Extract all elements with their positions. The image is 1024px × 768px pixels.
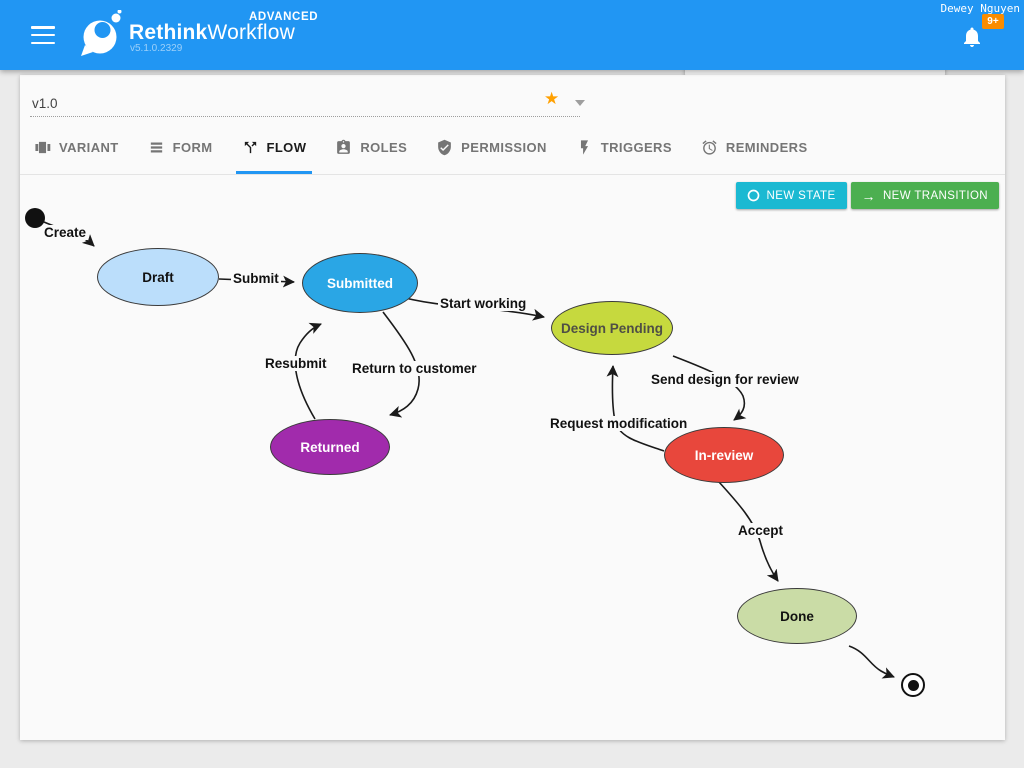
- tab-form[interactable]: FORM: [148, 120, 213, 174]
- edition-label: ADVANCED: [249, 11, 319, 23]
- tab-label: ROLES: [360, 139, 408, 155]
- version-row: v1.0 ★: [20, 75, 1005, 120]
- brand-light: Workflow: [207, 21, 295, 44]
- app-logo-icon: [78, 9, 128, 60]
- canvas-actions: NEW STATE → NEW TRANSITION: [735, 182, 999, 209]
- bell-icon: [964, 27, 980, 47]
- tab-label: VARIANT: [59, 139, 119, 155]
- circle-icon: [747, 189, 759, 202]
- state-submitted[interactable]: Submitted: [302, 253, 418, 313]
- tab-label: FLOW: [266, 139, 307, 155]
- build-version: v5.1.0.2329: [130, 43, 183, 54]
- reminders-icon: [702, 139, 717, 155]
- edge-send-design: [672, 355, 747, 421]
- state-draft[interactable]: Draft: [97, 248, 219, 306]
- transition-resubmit[interactable]: Resubmit: [263, 356, 329, 371]
- transition-submit[interactable]: Submit: [231, 271, 281, 286]
- app-title: RethinkWorkflow: [129, 21, 295, 45]
- new-state-button[interactable]: NEW STATE: [735, 182, 847, 209]
- form-icon: [150, 142, 162, 152]
- tab-flow[interactable]: FLOW: [235, 120, 313, 174]
- tab-permission[interactable]: PERMISSION: [436, 120, 547, 174]
- app-header: RethinkWorkflow v5.1.0.2329 ADVANCED Dew…: [0, 0, 1024, 70]
- triggers-icon: [580, 139, 588, 155]
- state-design-pending[interactable]: Design Pending: [551, 301, 673, 355]
- tab-label: PERMISSION: [461, 139, 547, 155]
- menu-icon[interactable]: [30, 23, 56, 47]
- edge-resubmit: [294, 322, 322, 420]
- workflow-card: v1.0 ★ VARIANT FORM FLOW ROLES PERMISSIO…: [20, 75, 1005, 740]
- tab-label: TRIGGERS: [600, 139, 672, 155]
- tab-reminders[interactable]: REMINDERS: [701, 120, 808, 174]
- transition-accept[interactable]: Accept: [736, 523, 786, 538]
- flow-canvas[interactable]: NEW STATE → NEW TRANSITION: [20, 175, 1005, 739]
- edge-done-end: [848, 645, 895, 679]
- version-select[interactable]: v1.0 ★: [30, 83, 585, 117]
- flow-icon: [244, 141, 256, 153]
- state-returned[interactable]: Returned: [270, 419, 390, 475]
- end-node[interactable]: [901, 673, 925, 697]
- state-done[interactable]: Done: [737, 588, 857, 644]
- tab-bar: VARIANT FORM FLOW ROLES PERMISSION TRIGG…: [20, 120, 1005, 175]
- transition-return-to-customer[interactable]: Return to customer: [350, 361, 479, 376]
- new-transition-label: NEW TRANSITION: [882, 189, 988, 202]
- brand-bold: Rethink: [129, 21, 208, 44]
- tab-roles[interactable]: ROLES: [335, 120, 407, 174]
- tab-variant[interactable]: VARIANT: [34, 120, 119, 174]
- new-transition-button[interactable]: → NEW TRANSITION: [850, 182, 999, 209]
- user-name: Dewey Nguyen: [940, 2, 1020, 15]
- transition-start-working[interactable]: Start working: [438, 296, 529, 311]
- tab-label: FORM: [172, 139, 213, 155]
- edge-return-to-customer: [382, 311, 420, 418]
- caret-down-icon: [575, 100, 585, 106]
- version-value: v1.0: [32, 96, 58, 111]
- start-node[interactable]: [25, 208, 45, 228]
- variant-icon: [35, 141, 51, 153]
- arrow-right-icon: →: [861, 187, 876, 204]
- new-state-label: NEW STATE: [766, 189, 836, 202]
- edge-accept: [718, 481, 779, 582]
- notification-badge: 9+: [982, 14, 1004, 29]
- notifications-button[interactable]: 9+: [960, 14, 1004, 50]
- transition-create[interactable]: Create: [42, 225, 89, 240]
- tab-label: REMINDERS: [725, 139, 808, 155]
- end-node-dot: [907, 679, 919, 691]
- permission-icon: [438, 139, 452, 155]
- transition-send-design[interactable]: Send design for review: [649, 372, 801, 387]
- transition-request-modification[interactable]: Request modification: [548, 416, 690, 431]
- state-in-review[interactable]: In-review: [664, 427, 784, 483]
- favorite-star-icon[interactable]: ★: [544, 89, 560, 108]
- tab-triggers[interactable]: TRIGGERS: [576, 120, 672, 174]
- roles-icon: [337, 139, 351, 154]
